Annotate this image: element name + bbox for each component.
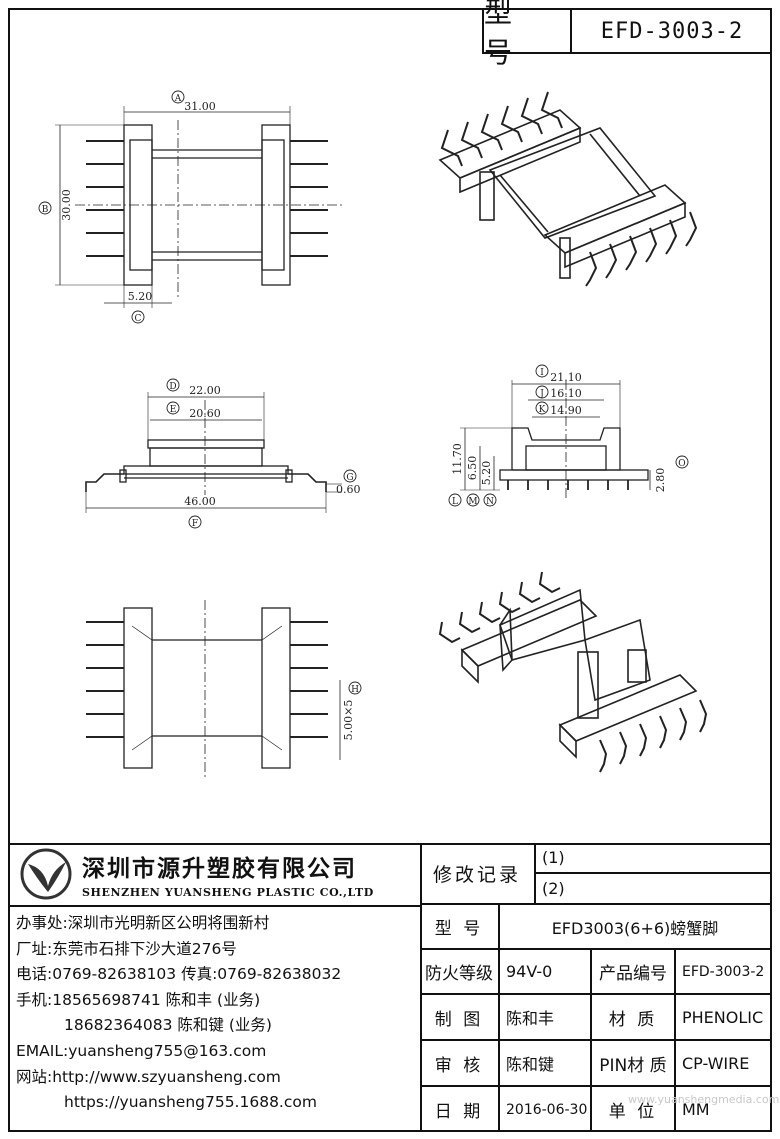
drawn-label: 制 图 bbox=[420, 995, 500, 1041]
company-mobile-2: 18682364083 陈和键 (业务) bbox=[64, 1016, 272, 1035]
dim-E-tag: E bbox=[170, 405, 177, 415]
material-label: 材 质 bbox=[592, 995, 676, 1041]
unit-value: MM bbox=[682, 1100, 710, 1119]
company-email: EMAIL:yuansheng755@163.com bbox=[16, 1041, 267, 1060]
company-panel: 深圳市源升塑胶有限公司 SHENZHEN YUANSHENG PLASTIC C… bbox=[8, 843, 422, 1132]
type-label: 型 号 bbox=[420, 905, 500, 950]
dim-L-value: 11.70 bbox=[451, 443, 464, 475]
material-value: PHENOLIC bbox=[676, 995, 772, 1041]
dim-I-tag: I bbox=[540, 368, 544, 378]
dim-A-value: 31.00 bbox=[184, 100, 216, 113]
dim-D-tag: D bbox=[169, 382, 176, 392]
pin-material-label: PIN材 质 bbox=[592, 1041, 676, 1087]
dim-A-tag: A bbox=[174, 94, 182, 104]
revision-item-2: (2) bbox=[536, 874, 772, 905]
dim-M-tag: M bbox=[468, 497, 477, 507]
product-no-value: EFD-3003-2 bbox=[676, 950, 772, 995]
dim-N-value: 5.20 bbox=[480, 461, 493, 486]
title-block bbox=[8, 843, 772, 1134]
drawing-frame bbox=[8, 8, 772, 1132]
bottom-view bbox=[86, 600, 341, 780]
unit-label: 单 位 bbox=[592, 1087, 676, 1132]
pin-material-value: CP-WIRE bbox=[676, 1041, 772, 1087]
watermark: www.yuanshengmedia.com bbox=[628, 1093, 780, 1106]
company-factory: 厂址:东莞市石排下沙大道276号 bbox=[16, 939, 237, 958]
dim-O-tag: O bbox=[678, 459, 685, 469]
dim-B-value: 30.00 bbox=[60, 189, 73, 221]
company-phone: 电话:0769-82638103 传真:0769-82638032 bbox=[16, 965, 342, 984]
dim-K-value: 14.90 bbox=[550, 404, 582, 417]
front-view bbox=[85, 392, 342, 513]
top-view bbox=[55, 106, 345, 308]
fire-label: 防火等级 bbox=[420, 950, 500, 995]
company-name: 深圳市源升塑胶有限公司 bbox=[82, 856, 357, 882]
dim-M-value: 6.50 bbox=[466, 456, 479, 481]
side-view bbox=[460, 380, 651, 500]
dim-D-value: 22.00 bbox=[189, 384, 221, 397]
company-name-en: SHENZHEN YUANSHENG PLASTIC CO.,LTD bbox=[82, 886, 374, 899]
dim-H-tag: H bbox=[351, 685, 359, 695]
dim-F-value: 46.00 bbox=[184, 495, 216, 508]
check-value: 陈和键 bbox=[500, 1041, 592, 1087]
date-value: 2016-06-30 bbox=[500, 1087, 592, 1132]
dim-C-value: 5.20 bbox=[128, 290, 153, 303]
dim-N-tag: N bbox=[486, 497, 494, 507]
company-logo bbox=[20, 848, 72, 900]
dim-H-value: 5.00×5 bbox=[342, 700, 355, 741]
dim-F-tag: F bbox=[192, 519, 198, 529]
technical-drawing: A 31.00 B 30.00 C 5.20 D 22.00 E 20.60 F… bbox=[38, 90, 708, 780]
revision-item-1: (1) bbox=[536, 843, 772, 874]
dim-L-tag: L bbox=[452, 497, 458, 507]
fire-value: 94V-0 bbox=[500, 950, 592, 995]
drawn-value: 陈和丰 bbox=[500, 995, 592, 1041]
company-header: 深圳市源升塑胶有限公司 SHENZHEN YUANSHENG PLASTIC C… bbox=[8, 843, 420, 907]
dim-J-value: 16.10 bbox=[550, 387, 582, 400]
dim-G-value: 0.60 bbox=[336, 483, 361, 496]
header-model: EFD-3003-2 bbox=[570, 10, 772, 54]
dim-K-tag: K bbox=[539, 405, 546, 415]
date-label: 日 期 bbox=[420, 1087, 500, 1132]
dim-E-value: 20.60 bbox=[189, 407, 221, 420]
dim-I-value: 21.10 bbox=[550, 371, 582, 384]
company-web-1: 网站:http://www.szyuansheng.com bbox=[16, 1067, 281, 1086]
dim-G-tag: G bbox=[346, 473, 353, 483]
dim-J-tag: J bbox=[539, 389, 544, 399]
dim-O-value: 2.80 bbox=[654, 468, 667, 493]
company-web-2: https://yuansheng755.1688.com bbox=[64, 1093, 317, 1112]
dim-B-tag: B bbox=[42, 205, 49, 215]
revision-label: 修改记录 bbox=[420, 843, 536, 905]
type-value: EFD3003(6+6)螃蟹脚 bbox=[500, 905, 772, 950]
check-label: 审 核 bbox=[420, 1041, 500, 1087]
isometric-view-bottom bbox=[438, 571, 708, 773]
company-office: 办事处:深圳市光明新区公明将围新村 bbox=[16, 914, 270, 932]
product-no-label: 产品编号 bbox=[592, 950, 676, 995]
isometric-view-top bbox=[438, 91, 698, 287]
dim-C-tag: C bbox=[135, 314, 142, 324]
company-mobile-1: 手机:18565698741 陈和丰 (业务) bbox=[16, 990, 261, 1009]
